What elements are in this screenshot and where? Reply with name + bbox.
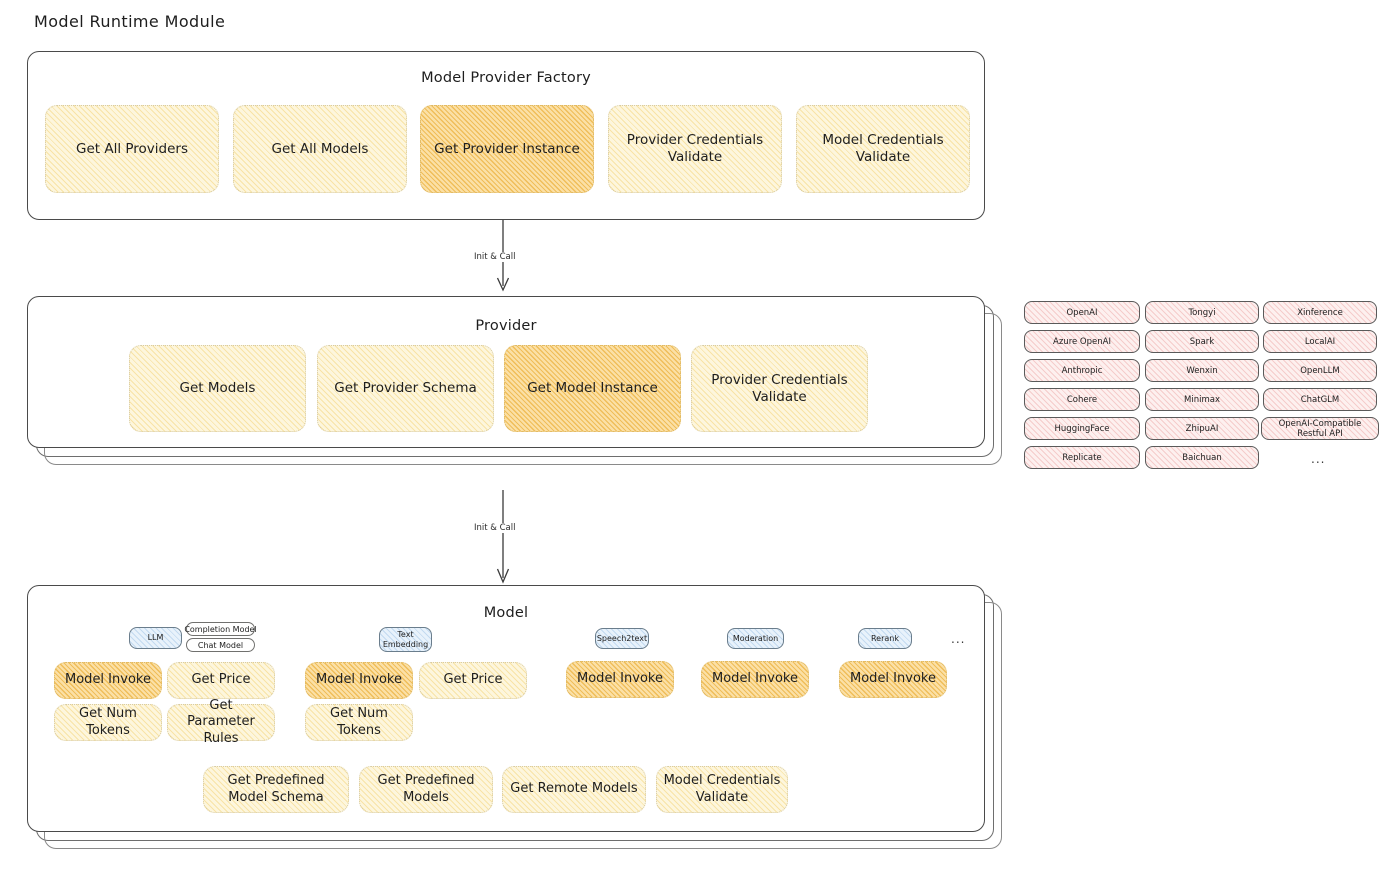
factory-card-provider-credentials-validate[interactable]: Provider Credentials Validate bbox=[608, 105, 782, 193]
model-text-embedding-method-get-price[interactable]: Get Price bbox=[419, 662, 527, 699]
connector-label-1: Init & Call bbox=[471, 252, 519, 262]
model-title: Model bbox=[483, 605, 529, 621]
provider-list-item-tongyi[interactable]: Tongyi bbox=[1145, 301, 1259, 324]
model-llm-method-get-num-tokens[interactable]: Get Num Tokens bbox=[54, 704, 162, 741]
model-rerank-method-model-invoke[interactable]: Model Invoke bbox=[839, 661, 947, 698]
model-provider-factory-title: Model Provider Factory bbox=[421, 70, 591, 86]
model-type-llm-badge-chat-model: Chat Model bbox=[186, 638, 255, 652]
model-text-embedding-method-get-num-tokens[interactable]: Get Num Tokens bbox=[305, 704, 413, 741]
model-common-get-remote-models[interactable]: Get Remote Models bbox=[502, 766, 646, 813]
connector-label-2: Init & Call bbox=[471, 523, 519, 533]
provider-list-ellipsis: ... bbox=[1311, 452, 1326, 466]
model-speech2text-method-model-invoke[interactable]: Model Invoke bbox=[566, 661, 674, 698]
model-common-get-predefined-model-schema[interactable]: Get Predefined Model Schema bbox=[203, 766, 349, 813]
model-common-get-predefined-models[interactable]: Get Predefined Models bbox=[359, 766, 493, 813]
model-common-model-credentials-validate[interactable]: Model Credentials Validate bbox=[656, 766, 788, 813]
factory-card-model-credentials-validate[interactable]: Model Credentials Validate bbox=[796, 105, 970, 193]
model-type-moderation[interactable]: Moderation bbox=[727, 628, 784, 649]
provider-list-item-openai[interactable]: OpenAI bbox=[1024, 301, 1140, 324]
model-moderation-method-model-invoke[interactable]: Model Invoke bbox=[701, 661, 809, 698]
factory-card-get-provider-instance[interactable]: Get Provider Instance bbox=[420, 105, 594, 193]
connector-arrow-provider-to-model bbox=[496, 490, 510, 584]
provider-list-item-wenxin[interactable]: Wenxin bbox=[1145, 359, 1259, 382]
provider-card-get-models[interactable]: Get Models bbox=[129, 345, 306, 432]
provider-card-provider-credentials-validate[interactable]: Provider Credentials Validate bbox=[691, 345, 868, 432]
provider-list-item-baichuan[interactable]: Baichuan bbox=[1145, 446, 1259, 469]
model-llm-method-get-parameter-rules[interactable]: Get Parameter Rules bbox=[167, 698, 275, 746]
provider-list-item-anthropic[interactable]: Anthropic bbox=[1024, 359, 1140, 382]
provider-title: Provider bbox=[475, 318, 537, 334]
provider-list-item-minimax[interactable]: Minimax bbox=[1145, 388, 1259, 411]
factory-card-get-all-models[interactable]: Get All Models bbox=[233, 105, 407, 193]
model-types-ellipsis: ... bbox=[951, 632, 966, 646]
page-title: Model Runtime Module bbox=[34, 12, 226, 31]
provider-card-get-provider-schema[interactable]: Get Provider Schema bbox=[317, 345, 494, 432]
provider-list-item-huggingface[interactable]: HuggingFace bbox=[1024, 417, 1140, 440]
provider-list-item-xinference[interactable]: Xinference bbox=[1263, 301, 1377, 324]
provider-list-item-replicate[interactable]: Replicate bbox=[1024, 446, 1140, 469]
provider-list-item-azure-openai[interactable]: Azure OpenAI bbox=[1024, 330, 1140, 353]
provider-list-item-spark[interactable]: Spark bbox=[1145, 330, 1259, 353]
provider-list-item-zhipuai[interactable]: ZhipuAI bbox=[1145, 417, 1259, 440]
model-llm-method-get-price[interactable]: Get Price bbox=[167, 662, 275, 699]
provider-list-item-localai[interactable]: LocalAI bbox=[1263, 330, 1377, 353]
model-type-text-embedding[interactable]: Text Embedding bbox=[379, 627, 432, 652]
model-text-embedding-method-model-invoke[interactable]: Model Invoke bbox=[305, 662, 413, 699]
model-type-llm[interactable]: LLM bbox=[129, 627, 182, 649]
provider-card-get-model-instance[interactable]: Get Model Instance bbox=[504, 345, 681, 432]
provider-list-item-cohere[interactable]: Cohere bbox=[1024, 388, 1140, 411]
provider-list-item-chatglm[interactable]: ChatGLM bbox=[1263, 388, 1377, 411]
model-llm-method-model-invoke[interactable]: Model Invoke bbox=[54, 662, 162, 699]
factory-card-get-all-providers[interactable]: Get All Providers bbox=[45, 105, 219, 193]
model-type-llm-badge-completion-model: Completion Model bbox=[184, 622, 257, 636]
model-type-speech2text[interactable]: Speech2text bbox=[595, 628, 649, 649]
provider-list-item-openllm[interactable]: OpenLLM bbox=[1263, 359, 1377, 382]
provider-list-item-openai-compatible-restful-api[interactable]: OpenAI-Compatible Restful API bbox=[1261, 417, 1379, 440]
model-type-rerank[interactable]: Rerank bbox=[858, 628, 912, 649]
